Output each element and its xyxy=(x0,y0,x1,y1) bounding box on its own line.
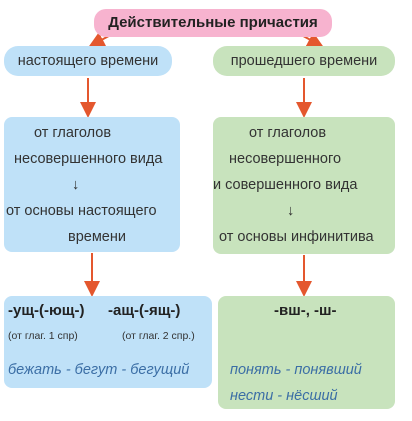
present-line-2: несовершенного вида xyxy=(14,151,163,167)
present-formation-box: от глаголов несовершенного вида ↓ от осн… xyxy=(4,117,180,252)
diagram-title: Действительные причастия xyxy=(94,9,332,37)
past-down-arrow: ↓ xyxy=(287,203,295,219)
past-tense-header: прошедшего времени xyxy=(213,46,395,76)
past-example-2: нести - нёсший xyxy=(230,388,338,404)
past-example-1: понять - понявший xyxy=(230,362,362,378)
past-line-5: от основы инфинитива xyxy=(219,229,374,245)
present-example: бежать - бегут - бегущий xyxy=(8,362,190,378)
present-line-5: времени xyxy=(68,229,126,245)
present-down-arrow: ↓ xyxy=(72,177,80,193)
present-tense-header: настоящего времени xyxy=(4,46,172,76)
present-line-4: от основы настоящего xyxy=(6,203,157,219)
present-suffix-2: -ащ-(-ящ-) xyxy=(108,302,181,319)
present-suffix-1: -ущ-(-ющ-) xyxy=(8,302,85,319)
present-line-1: от глаголов xyxy=(34,125,112,141)
past-line-1: от глаголов xyxy=(249,125,327,141)
present-suffix-box: -ущ-(-ющ-) -ащ-(-ящ-) (от глаг. 1 спр) (… xyxy=(4,296,212,388)
past-suffix-box: -вш-, -ш- понять - понявший нести - нёсш… xyxy=(218,296,395,409)
present-note-2: (от глаг. 2 спр.) xyxy=(122,330,195,342)
past-line-3: и совершенного вида xyxy=(213,177,358,193)
past-suffix: -вш-, -ш- xyxy=(274,302,337,319)
present-note-1: (от глаг. 1 спр) xyxy=(8,330,78,342)
past-line-2: несовершенного xyxy=(229,151,342,167)
past-formation-box: от глаголов несовершенного и совершенног… xyxy=(213,117,395,254)
